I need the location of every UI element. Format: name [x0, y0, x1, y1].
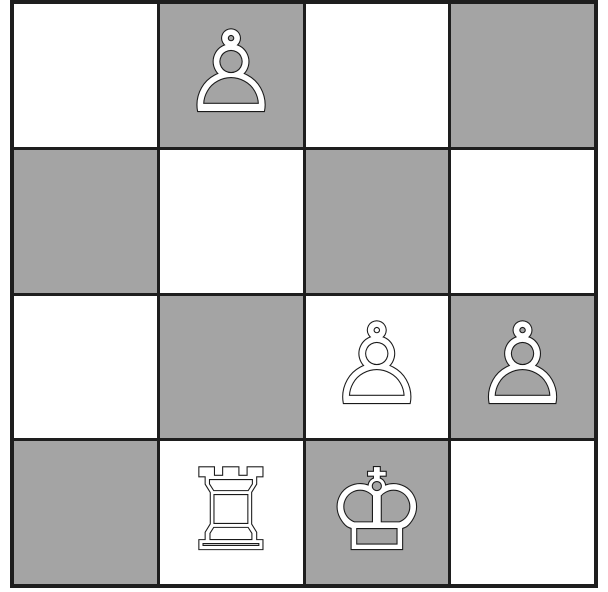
board-square-r2-c1[interactable]: [14, 150, 157, 293]
white-king-icon[interactable]: ♔: [327, 455, 427, 567]
board-square-r3-c3[interactable]: ♙: [306, 296, 449, 439]
board-square-r2-c2[interactable]: [160, 150, 303, 293]
board-square-r4-c2[interactable]: ♖: [160, 441, 303, 584]
board-square-r4-c3[interactable]: ♔: [306, 441, 449, 584]
board-square-r3-c2[interactable]: [160, 296, 303, 439]
board-square-r3-c1[interactable]: [14, 296, 157, 439]
board-square-r2-c3[interactable]: [306, 150, 449, 293]
white-pawn-icon[interactable]: ♙: [472, 309, 572, 421]
board-square-r1-c2[interactable]: ♙: [160, 4, 303, 147]
board-square-r1-c1[interactable]: [14, 4, 157, 147]
board-square-r4-c4[interactable]: [451, 441, 594, 584]
white-pawn-icon[interactable]: ♙: [181, 17, 281, 129]
board-square-r1-c4[interactable]: [451, 4, 594, 147]
board-square-r1-c3[interactable]: [306, 4, 449, 147]
chess-board: ♙ ♙ ♙ ♖ ♔: [14, 4, 594, 584]
board-square-r4-c1[interactable]: [14, 441, 157, 584]
chess-board-frame: ♙ ♙ ♙ ♖ ♔: [10, 0, 598, 588]
board-square-r3-c4[interactable]: ♙: [451, 296, 594, 439]
white-rook-icon[interactable]: ♖: [181, 455, 281, 567]
white-pawn-icon[interactable]: ♙: [327, 309, 427, 421]
board-square-r2-c4[interactable]: [451, 150, 594, 293]
